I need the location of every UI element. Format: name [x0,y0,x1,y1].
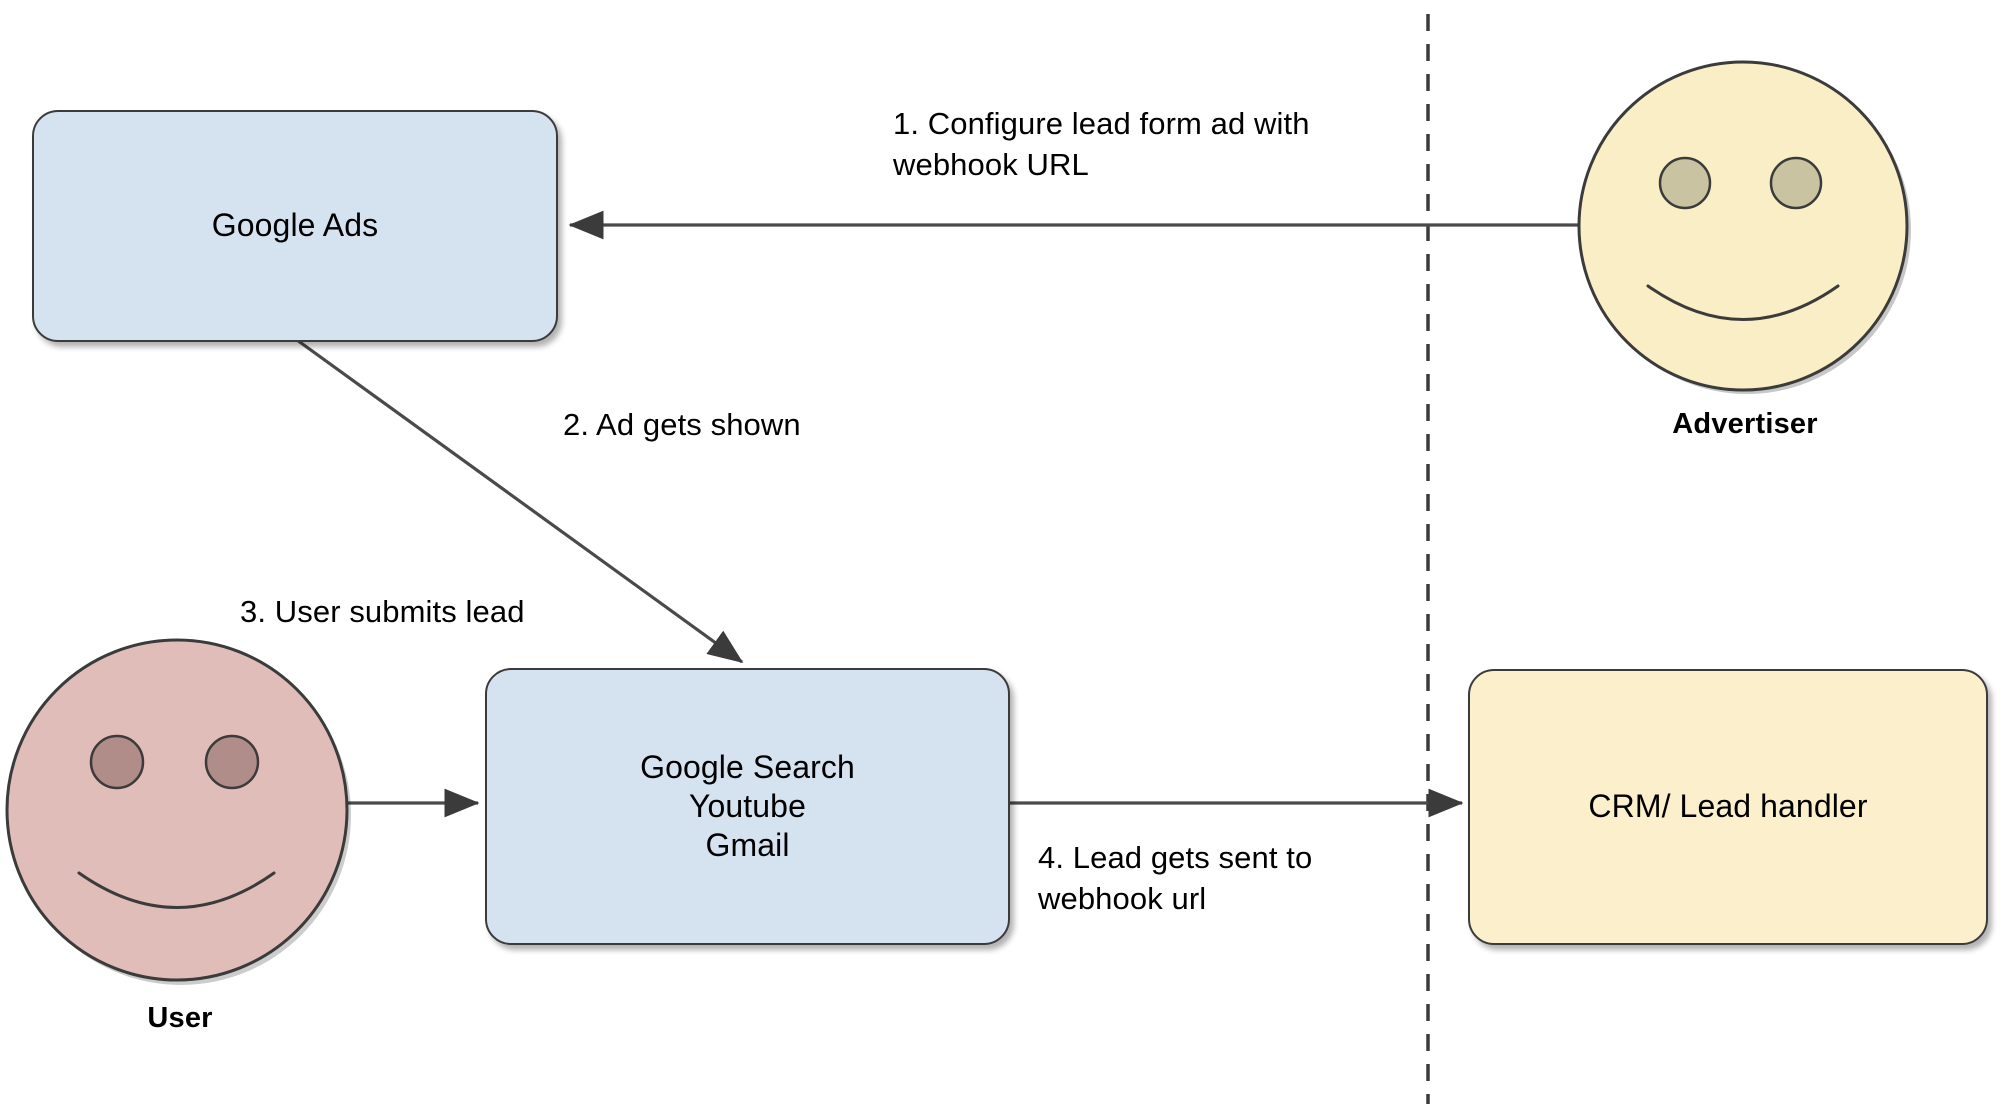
advertiser-right-eye-icon [1769,156,1823,210]
edge-label-step-1: 1. Configure lead form ad with webhook U… [893,106,1310,182]
actor-user[interactable]: User [0,630,360,1050]
advertiser-smiley-face-icon [1577,60,1911,394]
user-left-eye-icon [89,734,145,790]
user-right-eye-icon [204,734,260,790]
node-google-surfaces[interactable]: Google Search Youtube Gmail [485,668,1010,945]
user-face-circle [5,638,349,982]
actor-advertiser-label: Advertiser [1672,408,1818,440]
node-crm-lead-handler[interactable]: CRM/ Lead handler [1468,669,1988,945]
node-google-ads-label: Google Ads [211,207,379,244]
edge-label-step-3: 3. User submits lead [240,594,525,629]
user-smile-icon [77,871,276,909]
advertiser-smile-icon [1646,284,1840,321]
node-crm-lead-handler-label: CRM/ Lead handler [1588,788,1868,825]
actor-advertiser[interactable]: Advertiser [1565,48,1925,448]
advertiser-left-eye-icon [1658,156,1712,210]
node-google-surfaces-label: Google Search Youtube Gmail [640,748,855,864]
connector-google-ads-to-surfaces [296,338,744,664]
actor-user-label: User [147,1002,213,1034]
node-google-ads[interactable]: Google Ads [32,110,558,342]
user-smiley-face-icon [5,638,351,985]
edge-label-step-2: 2. Ad gets shown [563,407,801,442]
advertiser-face-circle [1577,60,1909,392]
edge-label-step-4: 4. Lead gets sent to webhook url [1038,840,1313,916]
